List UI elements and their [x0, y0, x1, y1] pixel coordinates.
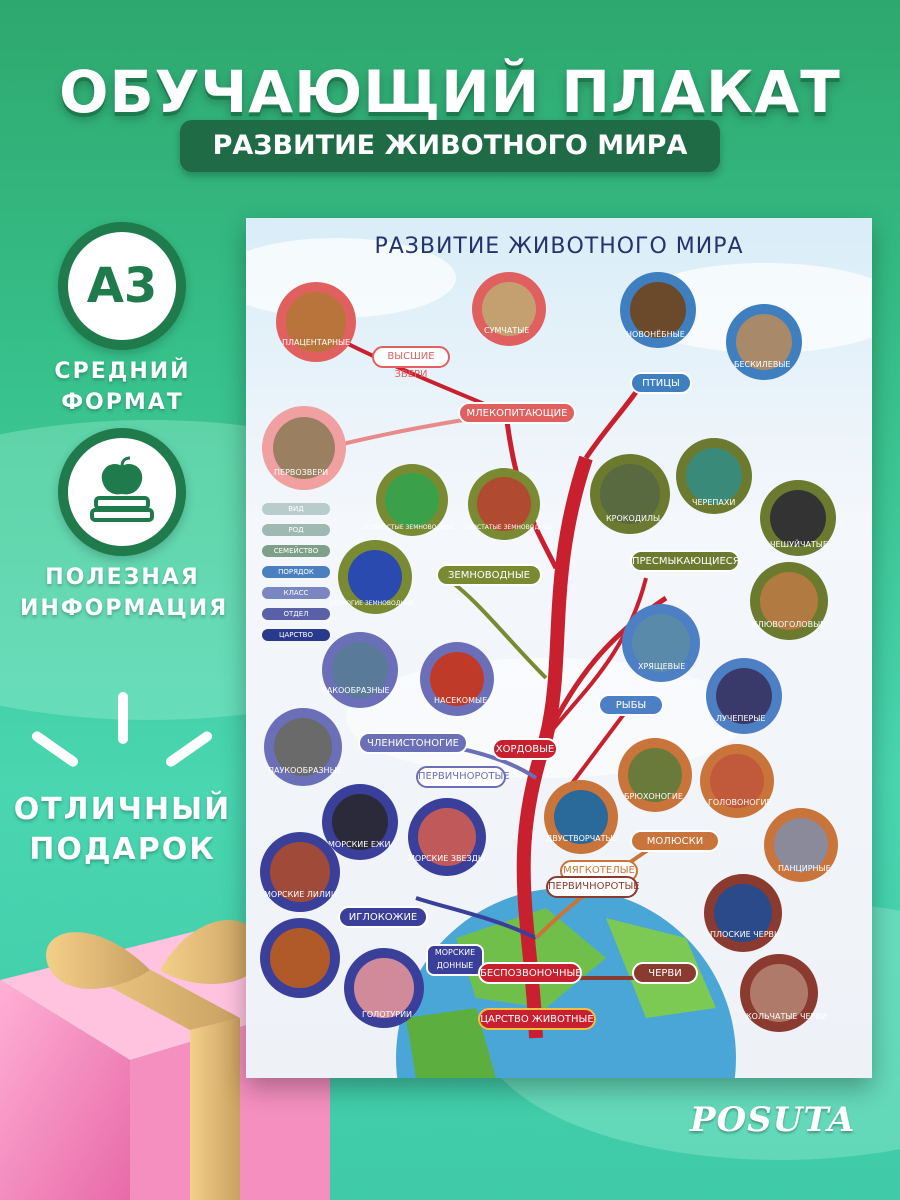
taxonomy-rank: ПОРЯДОК	[262, 566, 330, 578]
branch-higher-beasts: ВЫСШИЕ ЗВЕРИ	[372, 346, 450, 380]
label-sea-stars: МОРСКИЕ ЗВЕЗДЫ	[408, 854, 485, 863]
species-sea-stars	[408, 798, 486, 876]
page-subtitle: РАЗВИТИЕ ЖИВОТНОГО МИРА	[180, 120, 720, 172]
taxonomy-rank: КЛАСС	[262, 587, 330, 599]
species-cartilaginous	[622, 604, 700, 682]
group-mollusks: МОЛЮСКИ	[630, 830, 720, 852]
label-bivalves: ДВУСТВОРЧАТЫЕ	[546, 834, 618, 843]
species-chitons	[764, 808, 838, 882]
info-text: ПОЛЕЗНАЯ ИНФОРМАЦИЯ	[20, 565, 229, 621]
taxonomy-rank: ЦАРСТВО	[262, 629, 330, 641]
label-annelids: КОЛЬЧАТЫЕ ЧЕРВИ	[746, 1012, 827, 1021]
species-turtles	[676, 438, 752, 514]
label-squamates: ЧЕШУЙЧАТЫЕ	[770, 540, 828, 549]
label-placental: ПЛАЦЕНТАРНЫЕ	[282, 338, 351, 347]
species-placental	[276, 282, 356, 362]
species-marsupial	[472, 272, 546, 346]
page-title: ОБУЧАЮЩИЙ ПЛАКАТ	[59, 58, 841, 126]
sparkle-ray	[30, 729, 80, 769]
label-tailless: БЕЗХВОСТЫЕ ЗЕМНОВОДНЫЕ	[362, 524, 455, 531]
species-squamates	[760, 480, 836, 556]
species-annelids	[740, 954, 818, 1032]
species-ray-finned	[706, 658, 782, 734]
taxonomy-rank: СЕМЕЙСТВО	[262, 545, 330, 557]
brand-logo: POSUTA	[690, 1100, 856, 1140]
species-crustaceans	[322, 632, 398, 708]
label-arachnids: ПАУКООБРАЗНЫЕ	[268, 766, 342, 775]
label-flatworms: ПЛОСКИЕ ЧЕРВИ	[710, 930, 781, 939]
label-insects: НАСЕКОМЫЕ	[434, 696, 488, 705]
species-gastropods	[618, 738, 692, 812]
branch-protostomes-2: ПЕРВИЧНОРОТЫЕ	[546, 876, 640, 898]
species-first-beasts	[262, 406, 346, 490]
format-badge: А3	[58, 222, 186, 350]
books-apple-icon	[90, 456, 154, 522]
label-sea-urchins: МОРСКИЕ ЕЖИ	[328, 840, 391, 849]
label-ratites: БЕСКИЛЕВЫЕ	[734, 360, 791, 369]
group-reptiles: ПРЕСМЫКАЮЩИЕСЯ	[630, 550, 740, 572]
branch-chordates: ХОРДОВЫЕ	[492, 738, 558, 760]
species-tailed-amphibians	[468, 468, 540, 540]
species-insects	[420, 642, 494, 716]
gift-box-icon	[0, 920, 330, 1200]
format-text: СРЕДНИЙ ФОРМАТ	[54, 359, 191, 415]
group-mammals: МЛЕКОПИТАЮЩИЕ	[458, 402, 576, 424]
species-crocodiles	[590, 454, 670, 534]
books-badge	[58, 428, 186, 556]
label-crocodiles: КРОКОДИЛЫ	[606, 514, 661, 523]
label-crustaceans: РАКООБРАЗНЫЕ	[322, 686, 390, 695]
taxonomy-rank: ВИД	[262, 503, 330, 515]
label-tailed: ХВОСТАТЫЕ ЗЕМНОВОДНЫЕ	[464, 524, 553, 531]
label-gastropods: БРЮХОНОГИЕ	[624, 792, 683, 801]
label-cephalopods: ГОЛОВОНОГИЕ	[708, 798, 772, 807]
species-ratites	[726, 304, 802, 380]
group-amphibians: ЗЕМНОВОДНЫЕ	[436, 564, 542, 586]
label-legless: БЕЗНОГИЕ ЗЕМНОВОДНЫЕ	[330, 600, 415, 607]
species-tailless-amphibians	[376, 464, 448, 536]
label-rhynchocephalia: КЛЮВОГОЛОВЫЕ	[752, 620, 826, 629]
species-legless-amphibians	[338, 540, 412, 614]
label-cartilaginous: ХРЯЩЕВЫЕ	[638, 662, 686, 671]
branch-sea-bottom: МОРСКИЕ ДОННЫЕ	[426, 944, 484, 976]
group-arthropods: ЧЛЕНИСТОНОГИЕ	[358, 732, 468, 754]
group-worms: ЧЕРВИ	[632, 962, 698, 984]
sparkle-ray	[118, 692, 128, 744]
species-echinoderm-extra	[260, 918, 340, 998]
label-neognathae: НОВОНЁБНЫЕ	[626, 330, 685, 339]
format-badge-label: А3	[86, 258, 158, 314]
species-bivalves	[544, 780, 618, 854]
species-sea-urchins	[322, 784, 398, 860]
branch-invertebrates: БЕСПОЗВОНОЧНЫЕ	[478, 962, 582, 984]
taxonomy-rank: ОТДЕЛ	[262, 608, 330, 620]
label-chitons: ПАНЦИРНЫЕ	[778, 864, 831, 873]
group-fish: РЫБЫ	[598, 694, 664, 716]
root-kingdom: ЦАРСТВО ЖИВОТНЫЕ	[478, 1008, 596, 1030]
label-sea-lilies: МОРСКИЕ ЛИЛИИ	[264, 890, 337, 899]
label-ray-finned: ЛУЧЕПЕРЫЕ	[716, 714, 766, 723]
species-cephalopods	[700, 744, 774, 818]
label-marsupial: СУМЧАТЫЕ	[484, 326, 530, 335]
branch-protostomes: ПЕРВИЧНОРОТЫЕ	[416, 766, 510, 788]
group-birds: ПТИЦЫ	[630, 372, 692, 394]
species-sea-cucumbers	[344, 948, 424, 1028]
species-neognathae	[620, 272, 696, 348]
taxonomy-rank: РОД	[262, 524, 330, 536]
label-sea-cucumbers: ГОЛОТУРИИ	[362, 1010, 413, 1019]
species-flatworms	[704, 874, 782, 952]
label-first-beasts: ПЕРВОЗВЕРИ	[274, 468, 329, 477]
species-arachnids	[264, 708, 342, 786]
species-sea-lilies	[260, 832, 340, 912]
species-rhynchocephalia	[750, 562, 828, 640]
gift-text: ОТЛИЧНЫЙ ПОДАРОК	[13, 792, 232, 867]
label-turtles: ЧЕРЕПАХИ	[692, 498, 736, 507]
poster-title: РАЗВИТИЕ ЖИВОТНОГО МИРА	[374, 234, 744, 259]
sparkle-ray	[164, 729, 214, 769]
poster: РАЗВИТИЕ ЖИВОТНОГО МИРА ПЛАЦЕНТАРНЫЕ СУМ…	[246, 218, 872, 1078]
group-echinoderms: ИГЛОКОЖИЕ	[338, 906, 428, 928]
